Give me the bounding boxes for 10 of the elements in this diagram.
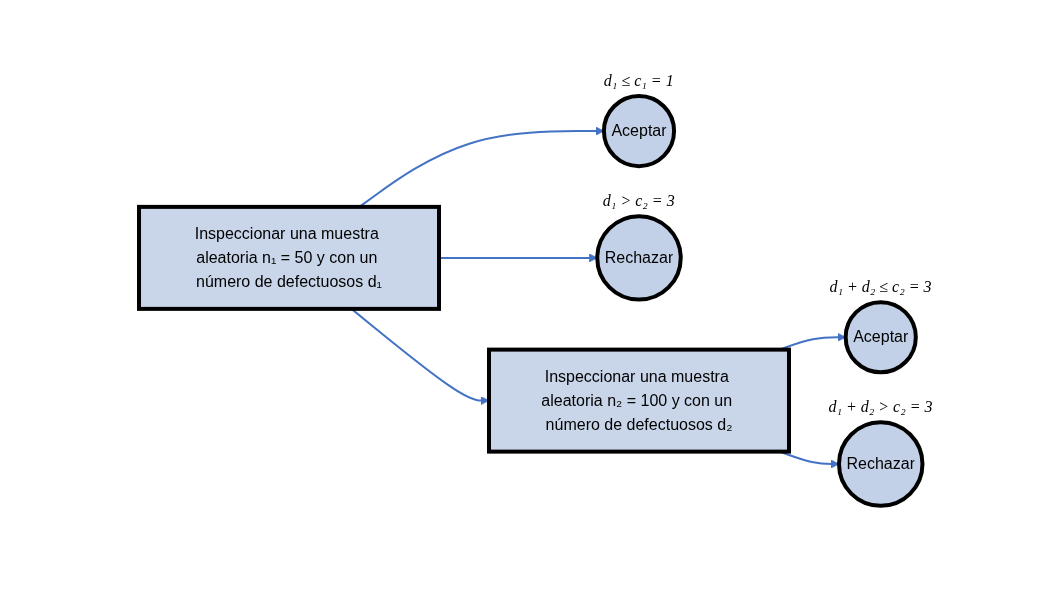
condition-formula: d₁ > c₂ = 3 xyxy=(602,192,675,211)
node-circle: Rechazar xyxy=(836,420,925,508)
node-circle: Rechazar xyxy=(595,214,683,302)
node-circle: Aceptar xyxy=(843,300,918,375)
node-box: Inspeccionar una muestra aleatoria n₁ = 50 y con un número de defectuosos d₁ xyxy=(136,205,441,311)
node-circle: Aceptar xyxy=(601,94,676,169)
condition-formula: d₁ + d₂ ≤ c₂ = 3 xyxy=(829,278,932,297)
node-box: Inspeccionar una muestra aleatoria n₂ = 100 y con un número de defectuosos d₂ xyxy=(486,347,791,454)
condition-formula: d₁ ≤ c₁ = 1 xyxy=(603,72,674,91)
condition-formula: d₁ + d₂ > c₂ = 3 xyxy=(828,398,933,417)
